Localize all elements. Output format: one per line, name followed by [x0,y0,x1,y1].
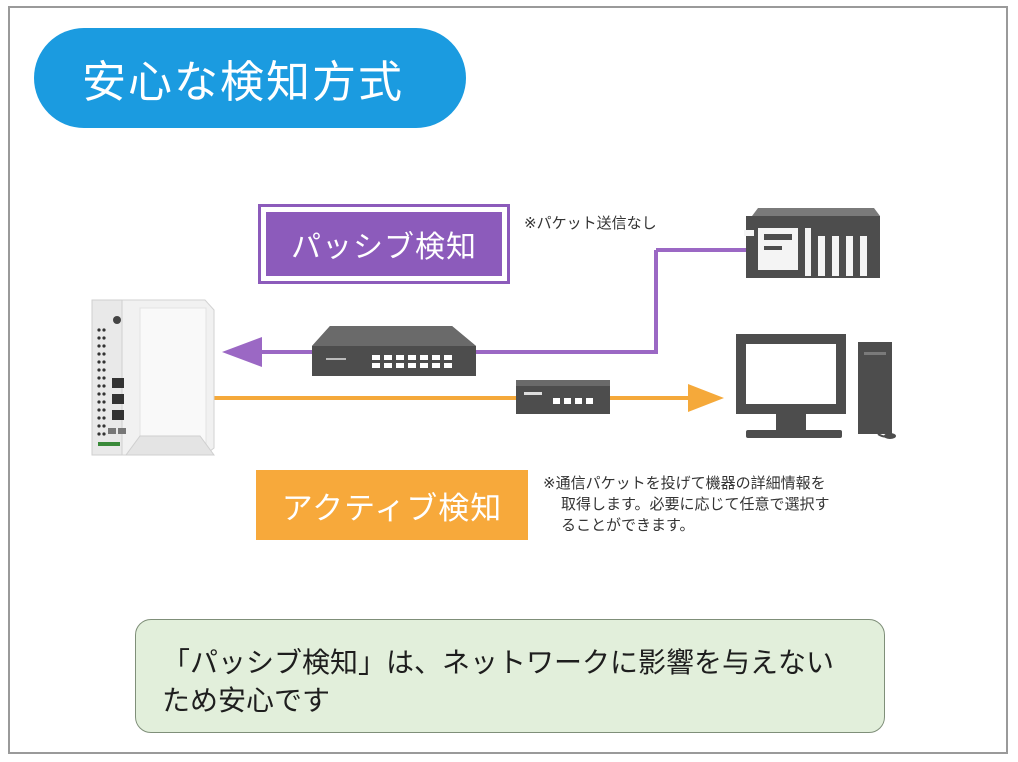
plc-device-icon [744,208,880,278]
active-note-line3: ることができます。 [561,516,695,534]
active-note: ※通信パケットを投げて機器の詳細情報を 取得します。必要に応じて任意で選択す る… [543,473,893,536]
active-note-line1: ※通信パケットを投げて機器の詳細情報を [543,474,826,492]
passive-detection-box: パッシブ検知 [258,204,510,284]
small-switch-icon [516,380,610,414]
desktop-pc-icon [736,334,896,439]
callout-box: 「パッシブ検知」は、ネットワークに影響を与えない ため安心です [135,619,885,733]
active-detection-label: アクティブ検知 [256,470,528,540]
active-note-line2: 取得します。必要に応じて任意で選択す [561,495,830,513]
callout-line1: 「パッシブ検知」は、ネットワークに影響を与えない [162,646,835,679]
passive-note: ※パケット送信なし [524,214,657,232]
passive-detection-label: パッシブ検知 [266,212,502,276]
page-title: 安心な検知方式 [34,28,466,128]
appliance-icon [91,299,215,456]
passive-arrowhead [222,337,262,367]
active-arrowhead [688,384,724,412]
network-switch-icon [312,326,476,376]
slide-frame [8,6,1008,754]
callout-line2: ため安心です [162,684,331,717]
